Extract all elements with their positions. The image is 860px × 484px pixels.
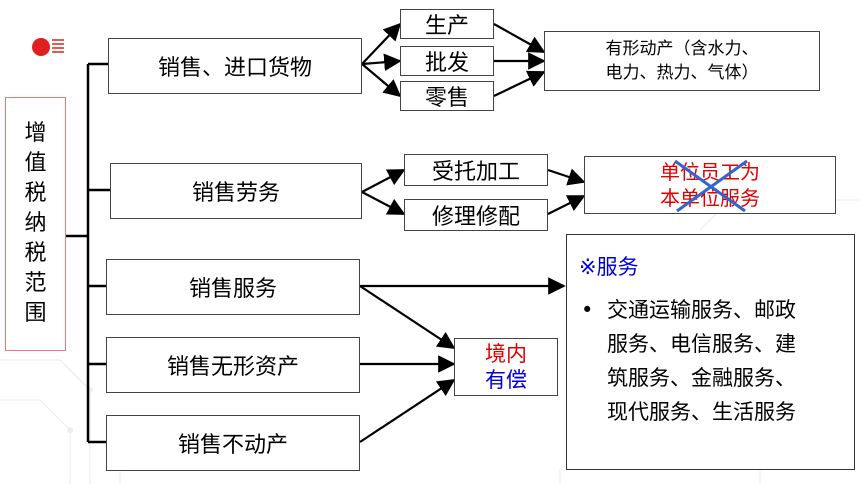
root-vat-scope: 增 值 税 纳 税 范 围 (5, 97, 66, 351)
category-real-estate: 销售不动产 (106, 415, 360, 471)
labor-sub-processing: 受托加工 (404, 154, 548, 186)
services-detail-box: ※服务 • 交通运输服务、邮政 服务、电信服务、建 筑服务、金融服务、 现代服务… (566, 234, 855, 470)
goods-sub-wholesale: 批发 (400, 46, 494, 76)
category-services: 销售服务 (106, 259, 360, 315)
goods-target-line: 电力、热力、气体） (605, 63, 759, 83)
logo-icon (32, 38, 64, 56)
root-char: 围 (24, 301, 47, 326)
goods-sub-production: 生产 (400, 9, 494, 39)
services-text: 交通运输服务、邮政 服务、电信服务、建 筑服务、金融服务、 现代服务、生活服务 (607, 293, 796, 429)
cross-out-icon (674, 159, 748, 213)
root-char: 税 (24, 241, 47, 266)
goods-target-tangible-movables: 有形动产（含水力、 电力、热力、气体） (544, 31, 820, 91)
goods-sub-retail: 零售 (400, 81, 494, 111)
root-char: 值 (24, 151, 47, 176)
services-line: 服务、电信服务、建 (607, 332, 796, 356)
services-line: 交通运输服务、邮政 (607, 298, 796, 322)
services-line: 现代服务、生活服务 (607, 400, 796, 424)
excluded-employee-service: 单位员工为 本单位服务 (584, 156, 836, 214)
paid-label: 有偿 (485, 368, 527, 392)
services-list-item: • 交通运输服务、邮政 服务、电信服务、建 筑服务、金融服务、 现代服务、生活服… (577, 293, 844, 429)
excluded-line: 本单位服务 (660, 186, 760, 210)
services-title: ※服务 (579, 255, 639, 279)
root-char: 增 (24, 121, 47, 146)
root-char: 纳 (24, 211, 47, 236)
category-intangible-assets: 销售无形资产 (106, 337, 360, 393)
root-char: 范 (24, 271, 47, 296)
services-line: 筑服务、金融服务、 (607, 366, 796, 390)
goods-target-line: 有形动产（含水力、 (605, 39, 759, 59)
category-goods: 销售、进口货物 (108, 38, 362, 94)
root-char: 税 (24, 181, 47, 206)
domestic-label: 境内 (485, 342, 527, 366)
labor-sub-repair: 修理修配 (404, 199, 548, 231)
bullet-icon: • (581, 298, 594, 322)
category-labor: 销售劳务 (110, 163, 362, 219)
domestic-paid-box: 境内 有偿 (454, 338, 558, 396)
